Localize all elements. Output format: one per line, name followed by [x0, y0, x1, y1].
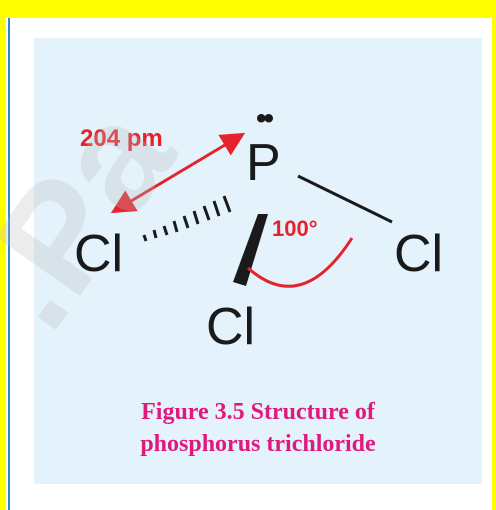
caption-line-1: Figure 3.5 Structure of — [141, 399, 375, 425]
chlorine-atom-right: Cl — [394, 225, 443, 283]
bond-length-arrow — [110, 132, 246, 214]
top-border-band — [0, 0, 496, 18]
pcl3-structure-diagram: 204 pm •• P 100° Cl Cl Cl — [74, 102, 443, 356]
hashed-wedge-bond — [142, 195, 232, 242]
single-bond-right — [297, 174, 393, 224]
figure-panel: 204 pm •• P 100° Cl Cl Cl Figu — [34, 38, 482, 484]
solid-wedge-bond — [233, 214, 268, 286]
right-border-band — [492, 0, 496, 510]
phosphorus-atom: P — [246, 134, 281, 192]
caption-line-2: phosphorus trichloride — [140, 431, 376, 457]
chlorine-atom-bottom: Cl — [206, 298, 255, 356]
left-border-band — [0, 0, 6, 510]
bond-angle-value: 100° — [272, 216, 318, 241]
figure-caption: Figure 3.5 Structure of phosphorus trich… — [34, 396, 482, 460]
lone-pair-dots: •• — [256, 102, 274, 135]
bond-angle-arc — [247, 237, 354, 288]
left-blue-rule — [8, 18, 10, 510]
chlorine-atom-left: Cl — [74, 225, 123, 283]
bond-length-label: 204 pm — [80, 125, 163, 152]
